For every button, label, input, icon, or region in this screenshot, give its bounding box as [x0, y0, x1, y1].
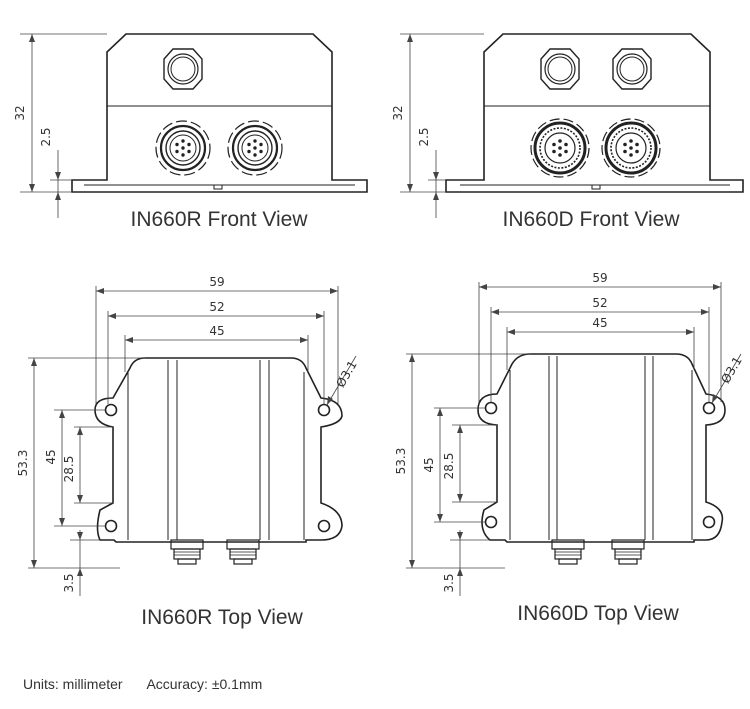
dim-hole-label: Ø3.1 [333, 358, 359, 390]
dim-height-holes-label: 45 [422, 457, 436, 472]
front-view-r: 32 2.5 IN660R Front View [13, 33, 368, 231]
dim-width-overall-label: 59 [209, 275, 224, 289]
top-view-d-caption: IN660D Top View [517, 602, 679, 625]
dim-width-mid-label: 52 [592, 296, 607, 310]
dim-hole-label: Ø3.1 [718, 354, 744, 386]
dim-height-inner-label: 28.5 [442, 453, 456, 480]
accuracy-note: Accuracy: ±0.1mm [146, 676, 263, 692]
dim-width-body-label: 45 [209, 324, 224, 338]
front-view-d-caption: IN660D Front View [502, 208, 680, 231]
dim-flange-label: 2.5 [417, 127, 431, 146]
dim-height-overall-label: 53.3 [16, 450, 30, 477]
dim-flange-label: 2.5 [39, 127, 53, 146]
dim-height-overall-label: 53.3 [394, 448, 408, 475]
dim-width-overall-label: 59 [592, 271, 607, 285]
dim-offset-label: 3.5 [62, 573, 76, 592]
front-view-d: 32 2.5 IN660D Front View [391, 33, 744, 231]
dim-offset-label: 3.5 [442, 573, 456, 592]
dim-height-label: 32 [391, 105, 405, 120]
dim-width-body-label: 45 [592, 316, 607, 330]
dim-height-inner-label: 28.5 [62, 456, 76, 483]
units-note: Units: millimeter [23, 676, 123, 692]
dim-width-mid-label: 52 [209, 300, 224, 314]
top-view-r: 59 52 45 53.3 45 28.5 3.5 [16, 275, 360, 629]
front-view-r-caption: IN660R Front View [130, 208, 308, 231]
top-view-d: 59 52 45 53.3 45 28.5 3.5 [394, 271, 745, 625]
dim-height-holes-label: 45 [44, 449, 58, 464]
top-view-r-caption: IN660R Top View [141, 606, 303, 629]
dim-height-label: 32 [13, 105, 27, 120]
footer-note: Units: millimeter Accuracy: ±0.1mm [23, 676, 262, 692]
